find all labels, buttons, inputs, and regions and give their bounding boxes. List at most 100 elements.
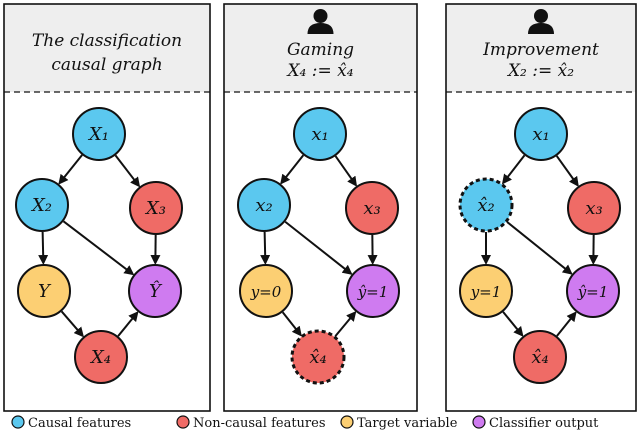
node-n2: x₂ [237, 178, 291, 232]
node-yh: Ŷ [128, 264, 182, 318]
node-circle [129, 181, 183, 235]
edge-n1-to-n2 [280, 154, 305, 185]
legend-item-target: Target variable [340, 415, 458, 431]
node-circle [293, 107, 347, 161]
node-n2: X₂ [15, 178, 69, 232]
node-circle [290, 329, 346, 385]
edge-n4-to-yh [556, 311, 577, 337]
node-label: Ŷ [149, 279, 163, 302]
edge-n2-to-y [38, 231, 49, 266]
node-circle [458, 177, 514, 233]
edge-n4-to-yh [334, 310, 357, 337]
legend: Causal features Non-causal features Target… [11, 415, 599, 431]
legend-label: Non-causal features [193, 416, 326, 431]
edge-n2-to-yh [284, 220, 353, 275]
node-label: X₃ [144, 198, 166, 219]
legend-label: Classifier output [489, 416, 599, 431]
intervention-equation: X₂ := x̂₂ [506, 61, 574, 81]
node-y: Y [17, 264, 71, 318]
legend-item-causal: Causal features [11, 415, 131, 431]
edge-n1-to-n3 [114, 154, 141, 188]
node-label: x₂ [255, 195, 272, 216]
legend-swatch [176, 415, 190, 429]
panel-title-line2: causal graph [51, 55, 162, 75]
node-label: x₁ [311, 124, 328, 145]
node-n1: x₁ [293, 107, 347, 161]
node-n1: X₁ [72, 107, 126, 161]
node-n4: x̂₄ [290, 329, 346, 385]
node-n3: x₃ [567, 181, 621, 235]
person-icon [528, 9, 554, 34]
node-label: X₂ [30, 195, 52, 216]
node-circle [15, 178, 69, 232]
panel-header [4, 4, 210, 92]
node-label: x₁ [532, 124, 549, 145]
node-circle [237, 178, 291, 232]
edge-n4-to-yh [117, 311, 139, 337]
node-yh: ŷ=1 [346, 264, 400, 318]
edge-n1-to-n3 [555, 155, 579, 187]
node-circle [239, 264, 293, 318]
legend-swatch [11, 415, 25, 429]
node-circle [345, 181, 399, 235]
node-label: y=0 [250, 283, 282, 301]
panel-title: Improvement [482, 40, 599, 60]
edge-n1-to-n2 [58, 154, 83, 185]
node-label: y=1 [470, 283, 502, 301]
node-n1: x₁ [514, 107, 568, 161]
node-label: x̂₄ [531, 347, 548, 368]
node-circle [459, 264, 513, 318]
node-circle [72, 107, 126, 161]
node-circle [566, 264, 620, 318]
edge-y-to-n4 [281, 311, 302, 337]
panel-border [223, 3, 418, 412]
node-y: y=1 [459, 264, 513, 318]
node-circle [567, 181, 621, 235]
person-icon [307, 9, 334, 34]
intervention-equation: X₄ := x̂₄ [285, 61, 353, 81]
node-circle [17, 264, 71, 318]
node-y: y=0 [239, 264, 293, 318]
node-label: ŷ=1 [577, 283, 609, 301]
node-label: X₄ [89, 347, 111, 368]
legend-label: Target variable [357, 416, 458, 431]
node-n4: X₄ [74, 330, 128, 384]
legend-label: Causal features [28, 416, 131, 431]
node-n3: x₃ [345, 181, 399, 235]
edge-n1-to-n3 [334, 155, 358, 187]
edge-n1-to-n2 [501, 154, 526, 185]
edges [260, 154, 378, 337]
edge-n2-to-yh [62, 220, 135, 276]
node-label: x₃ [363, 198, 380, 219]
edge-y-to-n4 [60, 310, 85, 338]
legend-item-noncausal: Non-causal features [176, 415, 326, 431]
edge-n2-to-y [260, 231, 271, 266]
edges [481, 154, 599, 337]
panel-title: Gaming [287, 40, 354, 60]
node-circle [128, 264, 182, 318]
edge-n2-to-yh [506, 221, 573, 275]
node-n3: X₃ [129, 181, 183, 235]
edges [38, 154, 161, 338]
legend-swatch [340, 415, 354, 429]
panel-border [445, 3, 637, 412]
node-label: ŷ=1 [357, 283, 389, 301]
node-circle [346, 264, 400, 318]
node-label: X₁ [87, 124, 109, 145]
legend-swatch [472, 415, 486, 429]
node-circle [514, 107, 568, 161]
panel-border [3, 3, 211, 412]
node-label: x̂₄ [309, 347, 326, 368]
node-n2: x̂₂ [458, 177, 514, 233]
panel-title-line1: The classification [32, 31, 182, 51]
node-yh: ŷ=1 [566, 264, 620, 318]
node-circle [74, 330, 128, 384]
node-label: Y [38, 281, 52, 302]
node-circle [513, 330, 567, 384]
edge-y-to-n4 [502, 311, 524, 337]
node-label: x̂₂ [477, 195, 494, 216]
